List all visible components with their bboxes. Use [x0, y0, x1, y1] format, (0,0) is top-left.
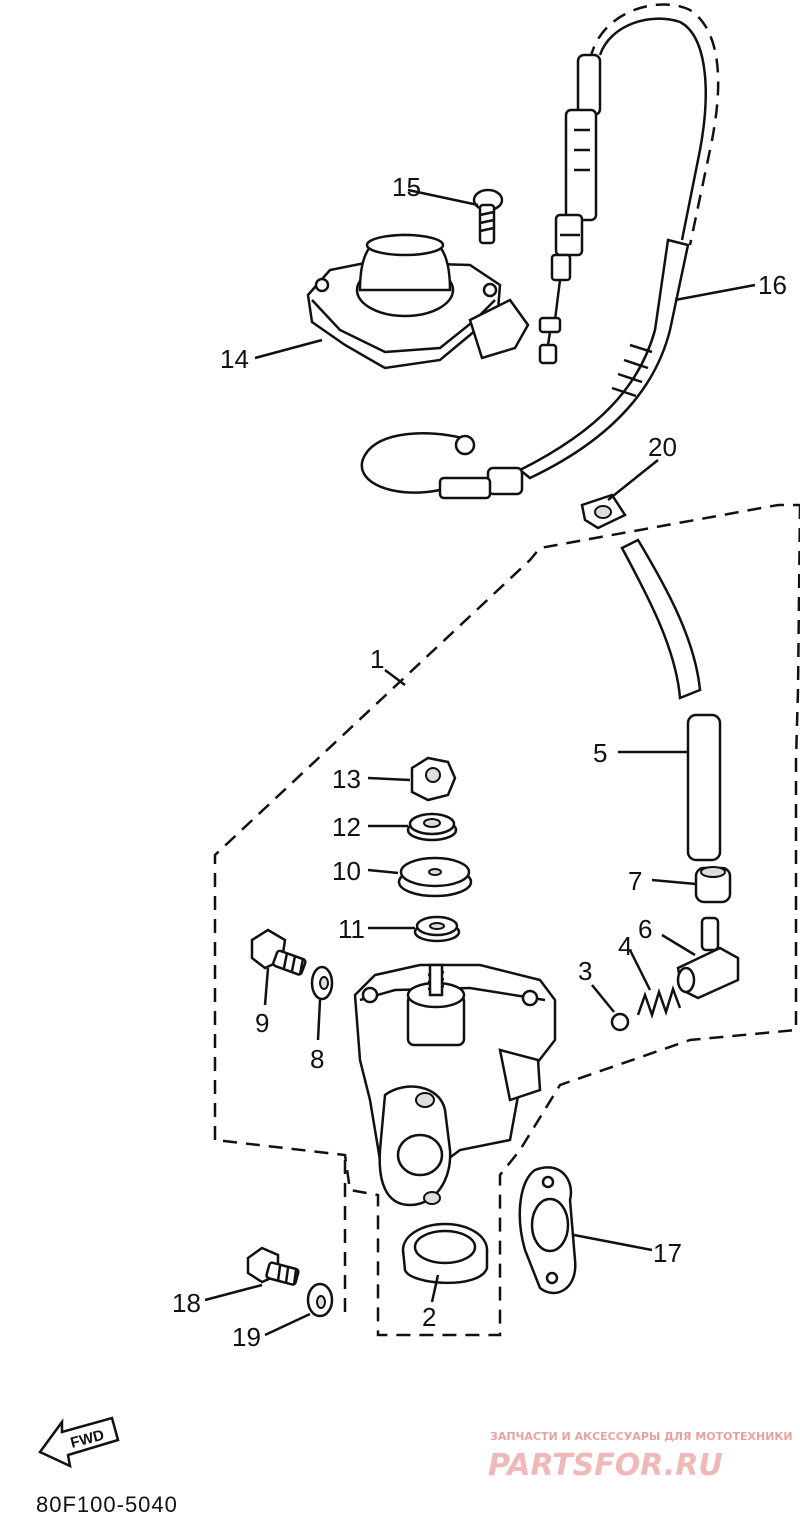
cable-16 [360, 3, 720, 500]
label-7: 7 [628, 866, 642, 896]
hose-5 [620, 538, 722, 862]
plate-10 [397, 856, 473, 898]
watermark-tagline: ЗАПЧАСТИ И АКСЕССУАРЫ ДЛЯ МОТОТЕХНИКИ [490, 1430, 793, 1443]
label-1: 1 [370, 644, 384, 674]
part-labels: 1 2 3 4 5 6 7 8 9 10 11 12 13 14 15 16 1… [172, 172, 787, 1352]
leader-lines [204, 188, 756, 1337]
washer-19 [306, 1282, 334, 1318]
label-9: 9 [255, 1008, 269, 1038]
cover-14 [306, 233, 530, 370]
washer-11 [413, 915, 461, 943]
label-13: 13 [332, 764, 361, 794]
nut-13 [410, 756, 457, 802]
label-6: 6 [638, 914, 652, 944]
gasket-17 [518, 1166, 577, 1295]
spring-4 [636, 985, 682, 1020]
label-17: 17 [653, 1238, 682, 1268]
washer-8 [310, 965, 334, 1001]
label-20: 20 [648, 432, 677, 462]
label-19: 19 [232, 1322, 261, 1352]
washer-12 [406, 812, 458, 842]
label-5: 5 [593, 738, 607, 768]
assembly-outline [213, 503, 800, 1337]
watermark-brand: PARTSFOR.RU [488, 1448, 723, 1483]
grommet-20 [580, 493, 627, 530]
ball-3 [610, 1012, 630, 1032]
seal-2 [401, 1222, 489, 1285]
label-11: 11 [338, 914, 365, 944]
bolt-18 [246, 1246, 300, 1286]
label-12: 12 [332, 812, 361, 842]
label-3: 3 [578, 956, 592, 986]
watermark: ЗАПЧАСТИ И АКСЕССУАРЫ ДЛЯ МОТОТЕХНИКИ PA… [488, 1430, 793, 1483]
fitting-6 [676, 916, 740, 1000]
screw-15 [472, 188, 504, 245]
label-16: 16 [758, 270, 787, 300]
clip-7 [694, 866, 732, 904]
label-15: 15 [392, 172, 421, 202]
pump-body [353, 963, 557, 1207]
fwd-arrow-icon: FWD [38, 1416, 120, 1469]
label-2: 2 [422, 1302, 436, 1332]
diagram-code: 80F100-5040 [36, 1492, 178, 1517]
bolt-9 [250, 928, 307, 976]
label-4: 4 [618, 931, 632, 961]
label-8: 8 [310, 1044, 324, 1074]
label-18: 18 [172, 1288, 201, 1318]
label-14: 14 [220, 344, 249, 374]
label-10: 10 [332, 856, 361, 886]
